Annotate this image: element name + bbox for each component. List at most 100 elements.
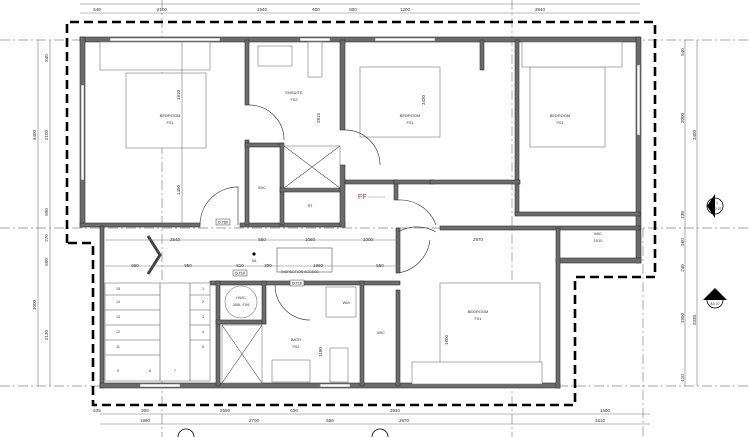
door-tag: D.T80 [218,221,228,225]
dim-hall: 1960 [313,263,324,268]
stair-number: 15 [116,287,120,291]
room-name-bedroom-2: BEDROOM [400,113,421,118]
dim-hall: 950 [184,263,192,268]
building-boundary [65,20,657,407]
doors [199,104,437,321]
dim-left: 600 [44,258,49,266]
dim-top: 2100 [157,7,168,12]
dim-hall: 810 [236,263,244,268]
room-name-ensuite: ENSUITE [285,90,303,95]
stair-number: 14 [116,300,120,304]
dim-top: 1200 [400,7,411,12]
dim-top: 3940 [535,7,546,12]
dim-right: 2330 [692,314,697,325]
dim-bottom: 2700 [249,418,260,423]
room-labels: BEDROOM F01 ENSUITE F02 BEDROOM F01 BEDR… [160,90,604,349]
dim-hall: 550 [376,263,384,268]
room-name-bedroom-1: BEDROOM [160,113,181,118]
room-code-bedroom-3: F01 [557,120,565,125]
room-code-bedroom-2: F01 [407,120,415,125]
dim-hall: 2540 [170,237,181,242]
room-code-bedroom-1: F01 [167,120,175,125]
dim-bottom: 1990 [140,418,151,423]
door-tag: D.T10 [292,282,302,286]
dim-room: 1810 [176,89,181,100]
stair-number: 4 [202,330,204,334]
stair-direction-arrow [146,235,162,275]
room-name-wic-1: WIC [258,185,266,190]
dim-right: 540 [680,48,685,56]
dim-left: 3000 [32,299,37,310]
dim-bottom: 900 [141,408,149,413]
room-name-wic-2: WIC [594,231,602,236]
room-name-bedroom-3: BEDROOM [550,113,571,118]
dim-bottom: 2970 [399,418,410,423]
svg-text:A0.07: A0.07 [710,302,719,306]
dim-bottom: 2580 [220,408,231,413]
dim-hall: 300 [264,263,272,268]
section-marker[interactable]: 1 A0.07 [706,194,724,218]
dim-room: 1800 [444,334,449,345]
dim-bottom: 635 [93,408,101,413]
dim-left: 890 [44,208,49,216]
stair-number: 5 [202,345,204,349]
dimension-lines [37,3,698,425]
dim-left: 840 [44,54,49,62]
door-tag: D.T10 [235,272,245,276]
stair-number: 12 [116,330,120,334]
dim-bottom: 1510 [595,418,606,423]
stair-number: 3 [202,315,204,319]
stair-number: 13 [116,315,120,319]
staircase[interactable]: 15 14 13 12 11 9 8 7 1 2 3 4 5 [104,235,211,382]
room-name-bedroom-4: BEDROOM [468,309,489,314]
room-code-ensuite: F02 [291,97,299,102]
dim-left: 270 [44,234,49,242]
room-name-bath: BATH [291,337,301,342]
dim-bottom: 1600 [600,408,611,413]
dim-right: 560 [680,238,685,246]
dim-room: 1450 [176,184,181,195]
room-name-hwc: HWC [236,295,246,300]
door-tags: D.T80 D.T10 D.T10 [215,218,305,287]
dim-right: 240 [680,264,685,272]
room-code-hwc: 300L F09 [233,302,251,307]
dim-right: 730 [680,211,685,219]
dim-hall: 960 [131,263,139,268]
room-code-bath: F02 [293,344,301,349]
room-code-bedroom-4: F01 [475,316,483,321]
stair-number: 8 [149,369,151,373]
dim-right: 1950 [680,312,685,323]
room-dim-wic-2: 1510 [594,238,604,243]
dim-left: 2130 [44,329,49,340]
smoke-alarm-label: SA [252,259,257,263]
dim-hall: 1000 [363,237,374,242]
dimension-texts: 540 2100 1540 600 800 1200 3940 635 900 … [32,7,697,423]
windows [80,37,641,388]
svg-text:A0.07: A0.07 [712,207,721,211]
room-name-wm: WM [342,300,349,305]
section-marker[interactable] [177,428,389,437]
dim-hall: 2970 [473,237,484,242]
dim-room: 2815 [316,112,321,123]
svg-text:1: 1 [714,297,716,301]
dim-top: 540 [93,7,101,12]
room-name-storage: ST [307,203,313,208]
dim-top: 1540 [257,7,268,12]
dim-hall: 1060 [305,237,316,242]
dim-right: 410 [680,374,685,382]
stair-number: 1 [202,287,204,291]
stair-number: 11 [116,345,120,349]
dim-room: 3430 [421,94,426,105]
stair-number: 7 [174,369,176,373]
furniture [99,41,623,385]
dim-bottom: 3940 [390,408,401,413]
dim-left: 3400 [32,129,37,140]
section-marker[interactable]: 1 A0.07 [703,288,727,309]
dim-right: 3400 [692,129,697,140]
dim-bottom: 600 [290,408,298,413]
dim-left: 2100 [44,129,49,140]
stair-number: 2 [202,300,204,304]
dim-room: 1180 [318,347,323,357]
stair-number: 9 [117,369,119,373]
